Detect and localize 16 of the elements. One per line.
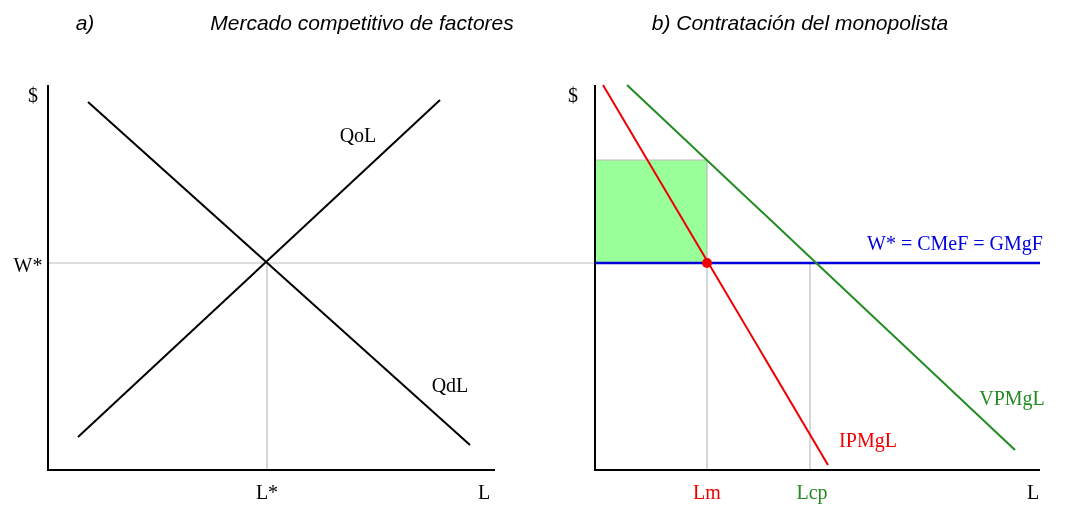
- panel-heading: Mercado competitivo de factores: [210, 11, 514, 33]
- axis-label: L*: [255, 482, 279, 502]
- axis-label: Lm: [693, 482, 721, 502]
- curve-label: W* = CMeF = GMgF: [867, 233, 1043, 253]
- axis-label: L: [477, 482, 491, 502]
- panel-heading: b) Contratación del monopolista: [651, 11, 949, 33]
- axis-label: $: [28, 85, 38, 105]
- axis-label: W*: [13, 255, 43, 275]
- axis-label: $: [568, 85, 578, 105]
- curve-label: VPMgL: [979, 388, 1045, 408]
- axis-label: L: [1026, 482, 1040, 502]
- curve-label: IPMgL: [839, 430, 897, 450]
- axis-label: Lcp: [796, 482, 828, 502]
- curve-label: QoL: [339, 125, 377, 145]
- panel-label: a): [75, 11, 95, 33]
- curve-label: QdL: [431, 375, 469, 395]
